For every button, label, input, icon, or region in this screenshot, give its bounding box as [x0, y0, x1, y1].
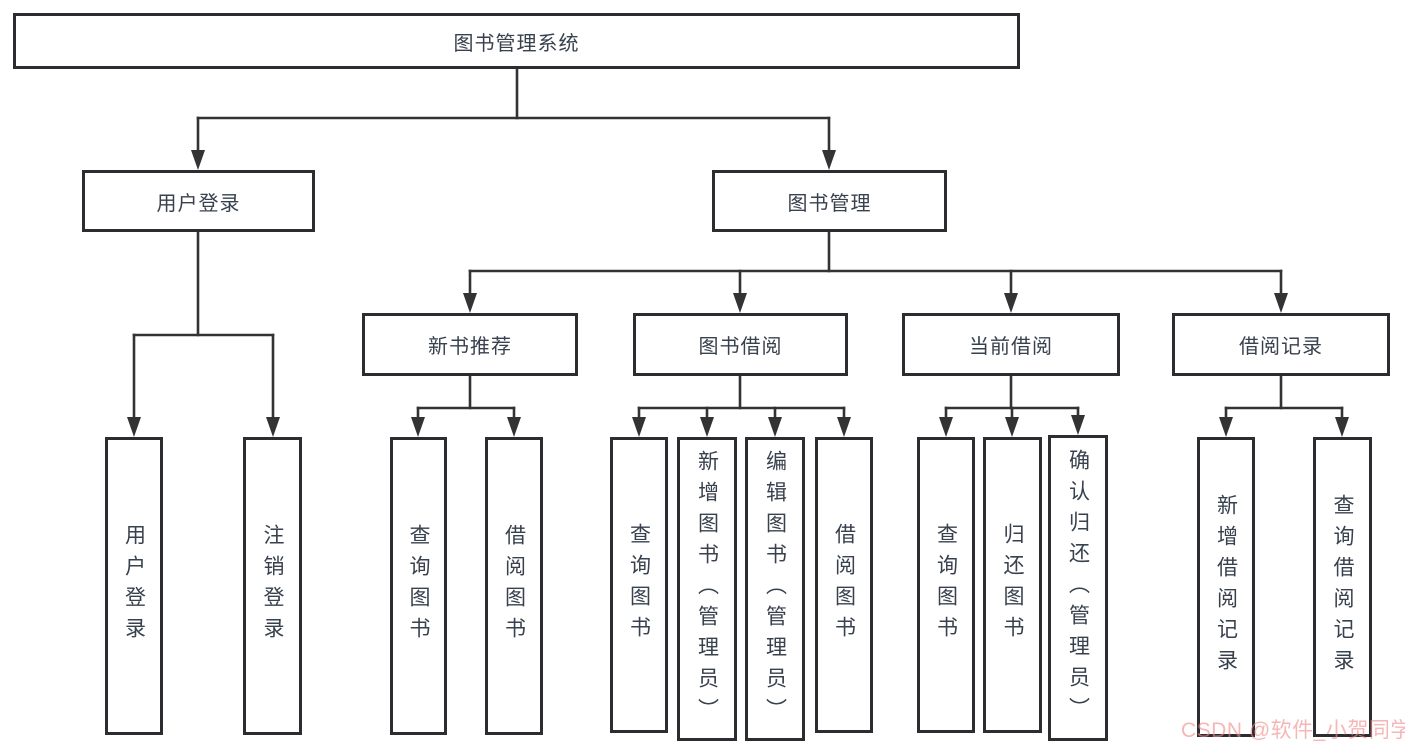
arrowhead-icon [463, 293, 477, 313]
leaf-br-add-record-label: 新增借阅记录 [1214, 494, 1238, 680]
leaf-logout-label: 注销登录 [261, 524, 284, 648]
leaf-bb-edit-book: 编辑图书（管理员） [745, 437, 805, 741]
arrowhead-icon [1071, 415, 1085, 435]
leaf-bb-query-book-label: 查询图书 [627, 523, 651, 647]
node-current-borrow-label: 当前借阅 [969, 336, 1053, 358]
arrowhead-icon [1219, 417, 1233, 437]
arrowhead-icon [1004, 293, 1018, 313]
leaf-cb-confirm-return-label: 确认归还（管理员） [1066, 448, 1090, 728]
arrowhead-icon [127, 417, 141, 437]
node-new-book-recommend: 新书推荐 [362, 313, 578, 376]
leaf-bb-borrow-book-label: 借阅图书 [832, 523, 856, 647]
node-user-login: 用户登录 [82, 170, 315, 232]
leaf-user-login: 用户登录 [105, 437, 163, 735]
leaf-br-query-record-label: 查询借阅记录 [1331, 494, 1354, 680]
arrowhead-icon [837, 417, 851, 437]
leaf-bb-borrow-book: 借阅图书 [815, 437, 873, 733]
leaf-bb-add-book-label: 新增图书（管理员） [695, 449, 719, 729]
arrowhead-icon [507, 417, 521, 437]
leaf-nbr-borrow-book-label: 借阅图书 [502, 524, 526, 648]
csdn-watermark: CSDN @软件_小贺同学 [1181, 719, 1405, 742]
arrowhead-icon [822, 150, 836, 170]
node-root: 图书管理系统 [13, 13, 1020, 69]
leaf-logout: 注销登录 [243, 437, 302, 735]
leaf-br-query-record: 查询借阅记录 [1313, 437, 1372, 737]
leaf-br-add-record: 新增借阅记录 [1197, 437, 1255, 737]
node-root-label: 图书管理系统 [453, 32, 580, 55]
node-new-book-recommend-label: 新书推荐 [428, 336, 512, 358]
node-book-borrow: 图书借阅 [633, 313, 848, 376]
leaf-cb-confirm-return: 确认归还（管理员） [1048, 435, 1108, 741]
node-book-borrow-label: 图书借阅 [698, 336, 783, 358]
leaf-nbr-query-book: 查询图书 [390, 437, 447, 735]
node-borrow-records-label: 借阅记录 [1239, 336, 1323, 358]
leaf-bb-add-book: 新增图书（管理员） [677, 437, 737, 741]
leaf-bb-query-book: 查询图书 [610, 437, 668, 733]
arrowhead-icon [632, 417, 646, 437]
arrowhead-icon [1335, 417, 1349, 437]
leaf-nbr-borrow-book: 借阅图书 [485, 437, 543, 735]
node-book-management-label: 图书管理 [787, 192, 872, 215]
leaf-bb-edit-book-label: 编辑图书（管理员） [763, 449, 787, 729]
leaf-cb-query-book: 查询图书 [917, 437, 975, 733]
node-current-borrow: 当前借阅 [902, 313, 1120, 376]
arrowhead-icon [266, 417, 280, 437]
leaf-cb-return-book-label: 归还图书 [1001, 523, 1024, 647]
arrowhead-icon [1274, 293, 1288, 313]
node-user-login-label: 用户登录 [156, 192, 241, 215]
leaf-cb-query-book-label: 查询图书 [934, 523, 958, 647]
arrowhead-icon [700, 417, 714, 437]
node-book-management: 图书管理 [712, 170, 947, 232]
arrowhead-icon [191, 150, 205, 170]
leaf-user-login-label: 用户登录 [122, 524, 146, 648]
arrowhead-icon [1005, 417, 1019, 437]
arrowhead-icon [768, 417, 782, 437]
node-borrow-records: 借阅记录 [1172, 313, 1390, 376]
arrowhead-icon [733, 293, 747, 313]
arrowhead-icon [411, 417, 425, 437]
arrowhead-icon [939, 417, 953, 437]
leaf-nbr-query-book-label: 查询图书 [407, 524, 430, 648]
leaf-cb-return-book: 归还图书 [983, 437, 1042, 733]
